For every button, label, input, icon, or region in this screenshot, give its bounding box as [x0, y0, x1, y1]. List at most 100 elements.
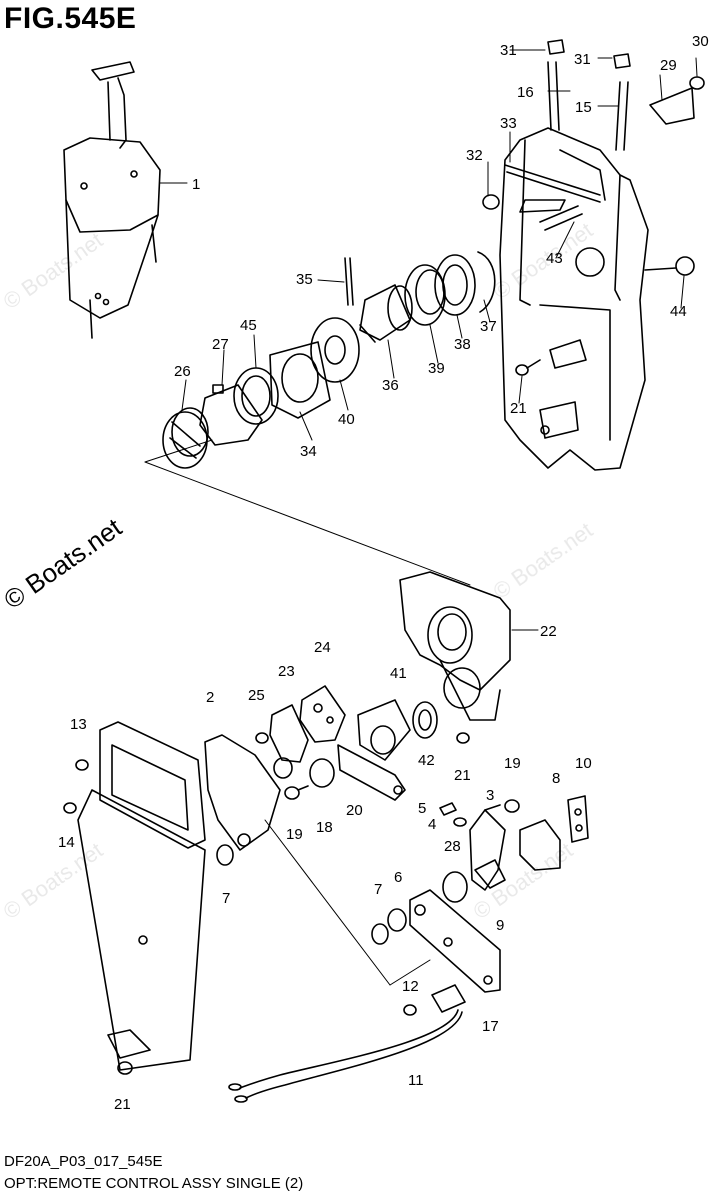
- callout-19-second: 19: [504, 755, 521, 772]
- part-1-control-housing: [63, 61, 161, 339]
- part-12-screw: [403, 1004, 417, 1016]
- callout-30: 30: [692, 33, 709, 50]
- callout-17: 17: [482, 1018, 499, 1035]
- callout-23: 23: [278, 663, 295, 680]
- callout-32: 32: [466, 147, 483, 164]
- callout-12: 12: [402, 978, 419, 995]
- callout-10: 10: [575, 755, 592, 772]
- part-2-cover: [204, 734, 281, 851]
- part-28-bushing: [442, 871, 468, 903]
- part-33-rod: [504, 164, 601, 203]
- callout-38: 38: [454, 336, 471, 353]
- callout-16: 16: [517, 84, 534, 101]
- watermark: © Boats.net: [489, 217, 598, 304]
- part-31-nut-left: [547, 39, 565, 55]
- callout-11: 11: [408, 1072, 424, 1089]
- part-10-plate: [567, 795, 589, 843]
- part-8-bracket: [519, 819, 561, 871]
- part-22-housing: [399, 571, 511, 721]
- callout-9: 9: [496, 917, 504, 934]
- part-5-clip: [439, 802, 457, 816]
- figure-title: FIG.545E: [4, 2, 137, 35]
- watermark: © Boats.net: [0, 227, 107, 314]
- callout-41: 41: [390, 665, 407, 682]
- callout-22: 22: [540, 623, 557, 640]
- callout-1: 1: [192, 176, 200, 193]
- callout-40: 40: [338, 411, 355, 428]
- callout-44: 44: [670, 303, 687, 320]
- callout-14: 14: [58, 834, 75, 851]
- callout-28: 28: [444, 838, 461, 855]
- callout-21-lower: 21: [114, 1096, 131, 1113]
- callout-8: 8: [552, 770, 560, 787]
- watermarks: © Boats.net © Boats.net © Boats.net © Bo…: [0, 217, 597, 924]
- part-7-ring-right: [371, 923, 389, 945]
- part-36-clutch: [359, 284, 413, 343]
- callout-labels: 1 2 3 4 5 6 7 7 8 9 10 11 12 13 14 15 16…: [58, 33, 709, 1113]
- diagram-code: DF20A_P03_017_545E: [4, 1153, 163, 1170]
- part-23-arm: [269, 704, 309, 779]
- callout-31-left: 31: [500, 42, 517, 59]
- part-19-screw-left: [284, 785, 309, 800]
- callout-36: 36: [382, 377, 399, 394]
- callout-45: 45: [240, 317, 257, 334]
- callout-20: 20: [346, 802, 363, 819]
- part-38-washer: [434, 254, 476, 316]
- leader-lines: [159, 49, 698, 631]
- part-31-nut-right: [613, 53, 631, 69]
- callout-3: 3: [486, 787, 494, 804]
- watermark: © Boats.net: [489, 517, 598, 604]
- callout-27: 27: [212, 336, 229, 353]
- part-3-shaft: [469, 804, 506, 891]
- callout-21-mid: 21: [454, 767, 471, 784]
- callout-33: 33: [500, 115, 517, 132]
- main-case: [499, 127, 649, 471]
- part-21-screw-lower: [117, 1061, 133, 1075]
- part-34-gear-ring: [269, 341, 331, 419]
- part-26-bushing: [162, 407, 209, 469]
- part-29-bracket: [649, 87, 695, 125]
- part-25-screw: [255, 732, 269, 744]
- part-44-cap: [644, 256, 695, 276]
- part-21-screw-upper: [515, 359, 541, 376]
- part-42-bushing: [412, 701, 438, 739]
- callout-5: 5: [418, 800, 426, 817]
- part-11-switch-cable: [228, 984, 466, 1103]
- callout-7-second: 7: [374, 881, 382, 898]
- part-7-ring-left: [216, 844, 234, 866]
- callout-4: 4: [428, 816, 436, 833]
- watermark: © Boats.net: [0, 837, 107, 924]
- callout-13: 13: [70, 716, 87, 733]
- part-4-clip: [453, 817, 467, 827]
- callout-42: 42: [418, 752, 435, 769]
- callout-29: 29: [660, 57, 677, 74]
- diagram-subtitle: OPT:REMOTE CONTROL ASSY SINGLE (2): [4, 1175, 304, 1192]
- callout-24: 24: [314, 639, 331, 656]
- part-39-collar: [404, 264, 446, 326]
- callout-43: 43: [546, 250, 563, 267]
- callout-15: 15: [575, 99, 592, 116]
- part-32-cap: [482, 194, 500, 210]
- part-14-screw: [63, 802, 77, 814]
- side-plate: [77, 721, 206, 1071]
- callout-7: 7: [222, 890, 230, 907]
- callout-6: 6: [394, 869, 402, 886]
- callout-26: 26: [174, 363, 191, 380]
- part-20-link: [337, 744, 406, 801]
- callout-37: 37: [480, 318, 497, 335]
- watermark-large: © Boats.net: [0, 512, 128, 615]
- part-41-cam: [357, 699, 411, 761]
- part-43-pin: [539, 205, 583, 231]
- part-16-stud: [547, 61, 560, 131]
- part-24-plate: [299, 685, 346, 743]
- part-40-washer: [310, 317, 360, 383]
- part-37-snap-ring: [477, 251, 496, 313]
- part-17-arm: [409, 889, 501, 993]
- callout-2: 2: [206, 689, 214, 706]
- part-21-screw-mid: [456, 732, 470, 744]
- callout-31-right: 31: [574, 51, 591, 68]
- part-30-screw: [689, 76, 705, 90]
- callout-35: 35: [296, 271, 313, 288]
- part-13-screw: [75, 759, 89, 771]
